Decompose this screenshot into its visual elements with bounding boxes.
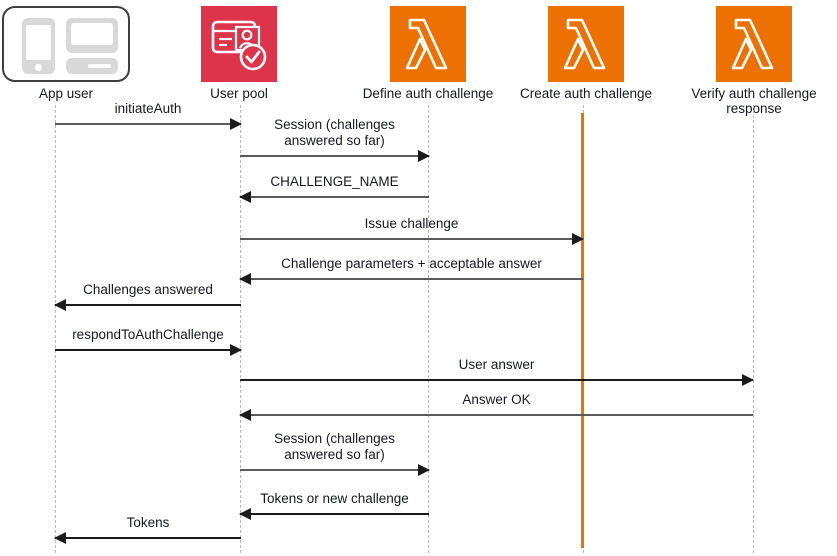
- arrowhead-right-icon: [230, 118, 242, 130]
- message-line: [55, 349, 241, 351]
- message-line: [240, 379, 753, 381]
- message-line: [240, 155, 429, 157]
- message-line: [55, 304, 241, 306]
- devices-icon: [2, 6, 130, 82]
- participant-label-verify-auth-challenge-response: Verify auth challenge response: [691, 86, 817, 116]
- message-label-answer-ok: Answer OK: [462, 392, 531, 407]
- arrowhead-right-icon: [418, 464, 430, 476]
- message-label-challenges-answered: Challenges answered: [83, 282, 213, 297]
- lambda-glyph: [390, 6, 466, 82]
- lifeline-define-auth: [428, 105, 429, 553]
- monitor-icon: [66, 18, 118, 53]
- lambda-glyph: [548, 6, 624, 82]
- message-line: [240, 414, 753, 416]
- arrowhead-left-icon: [239, 508, 251, 520]
- message-label-tokens-or-new-challenge: Tokens or new challenge: [260, 491, 409, 506]
- message-label-initiate-auth: initiateAuth: [114, 101, 182, 116]
- message-label-issue-challenge: Issue challenge: [364, 216, 459, 231]
- arrowhead-right-icon: [418, 150, 430, 162]
- arrowhead-left-icon: [239, 191, 251, 203]
- message-label-challenge-name: CHALLENGE_NAME: [270, 174, 399, 189]
- arrowhead-left-icon: [54, 299, 66, 311]
- keyboard-icon: [66, 58, 118, 74]
- lifeline-verify-auth: [753, 105, 754, 553]
- message-line: [240, 196, 429, 198]
- participant-user-pool: User pool: [201, 6, 277, 101]
- participant-label-app-user: App user: [38, 86, 94, 101]
- phone-icon: [22, 18, 55, 74]
- user-pool-icon: [201, 6, 277, 82]
- message-label-respond-to-auth-challenge: respondToAuthChallenge: [72, 327, 224, 342]
- lambda-glyph: [716, 6, 792, 82]
- arrowhead-right-icon: [230, 344, 242, 356]
- participant-create-auth-challenge: Create auth challenge: [516, 6, 656, 101]
- message-label-user-answer: User answer: [458, 357, 535, 372]
- aws-lambda-icon: [716, 6, 792, 82]
- aws-lambda-icon: [548, 6, 624, 82]
- arrowhead-right-icon: [572, 233, 584, 245]
- participant-label-create-auth-challenge: Create auth challenge: [519, 86, 653, 101]
- arrowhead-right-icon: [742, 374, 754, 386]
- arrowhead-left-icon: [54, 532, 66, 544]
- participant-define-auth-challenge: Define auth challenge: [358, 6, 498, 101]
- participant-verify-auth-challenge-response: Verify auth challenge response: [684, 6, 824, 116]
- activation-bar-create-auth-challenge: [581, 113, 584, 548]
- aws-lambda-icon: [390, 6, 466, 82]
- message-line: [240, 469, 429, 471]
- arrowhead-left-icon: [239, 409, 251, 421]
- user-pool-id-card-glyph: [201, 6, 277, 82]
- message-label-session-1: Session (challenges answered so far): [274, 117, 395, 148]
- message-line: [55, 537, 241, 539]
- message-line: [240, 278, 583, 280]
- message-line: [240, 513, 429, 515]
- message-line: [55, 123, 241, 125]
- participant-app-user: App user: [2, 6, 130, 101]
- message-label-tokens: Tokens: [126, 515, 170, 530]
- message-line: [240, 238, 583, 240]
- participant-label-user-pool: User pool: [210, 86, 268, 101]
- lifeline-user-pool: [240, 105, 241, 553]
- arrowhead-left-icon: [239, 273, 251, 285]
- lifeline-app-user: [55, 105, 56, 553]
- participant-label-define-auth-challenge: Define auth challenge: [362, 86, 494, 101]
- message-label-challenge-parameters: Challenge parameters + acceptable answer: [281, 256, 542, 271]
- message-label-session-2: Session (challenges answered so far): [274, 431, 395, 462]
